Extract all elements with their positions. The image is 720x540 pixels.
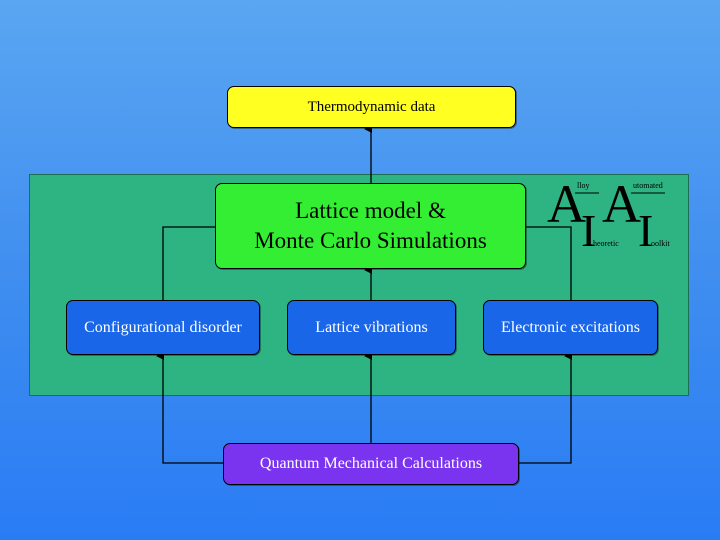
quantum-mechanical-label: Quantum Mechanical Calculations: [259, 455, 483, 472]
configurational-disorder-label: Configurational disorder: [84, 318, 242, 336]
logo-word-utomated: utomated: [633, 181, 663, 190]
quantum-mechanical-box: Quantum Mechanical Calculations: [223, 443, 519, 485]
lattice-model-box: Lattice model & Monte Carlo Simulations: [215, 183, 526, 269]
logo-word-lloy: lloy: [577, 181, 589, 190]
lattice-model-line2: Monte Carlo Simulations: [254, 228, 487, 253]
electronic-excitations-label: Electronic excitations: [500, 318, 641, 336]
logo-word-oolkit: oolkit: [651, 239, 670, 248]
lattice-model-line1: Lattice model &: [295, 198, 446, 223]
lattice-vibrations-box: Lattice vibrations: [287, 300, 456, 355]
thermodynamic-data-box: Thermodynamic data: [227, 86, 516, 128]
logo-letter-i2: I: [638, 205, 653, 248]
lattice-vibrations-label: Lattice vibrations: [315, 318, 428, 336]
logo-letter-a2: A: [602, 176, 641, 234]
logo-word-heoretic: heoretic: [593, 239, 619, 248]
atat-logo: A I A I lloy utomated heoretic oolkit: [547, 176, 670, 248]
logo-letter-i1: I: [581, 205, 596, 248]
thermodynamic-data-label: Thermodynamic data: [307, 98, 436, 115]
logo-letter-a1: A: [547, 176, 586, 234]
electronic-excitations-box: Electronic excitations: [483, 300, 658, 355]
configurational-disorder-box: Configurational disorder: [66, 300, 260, 355]
